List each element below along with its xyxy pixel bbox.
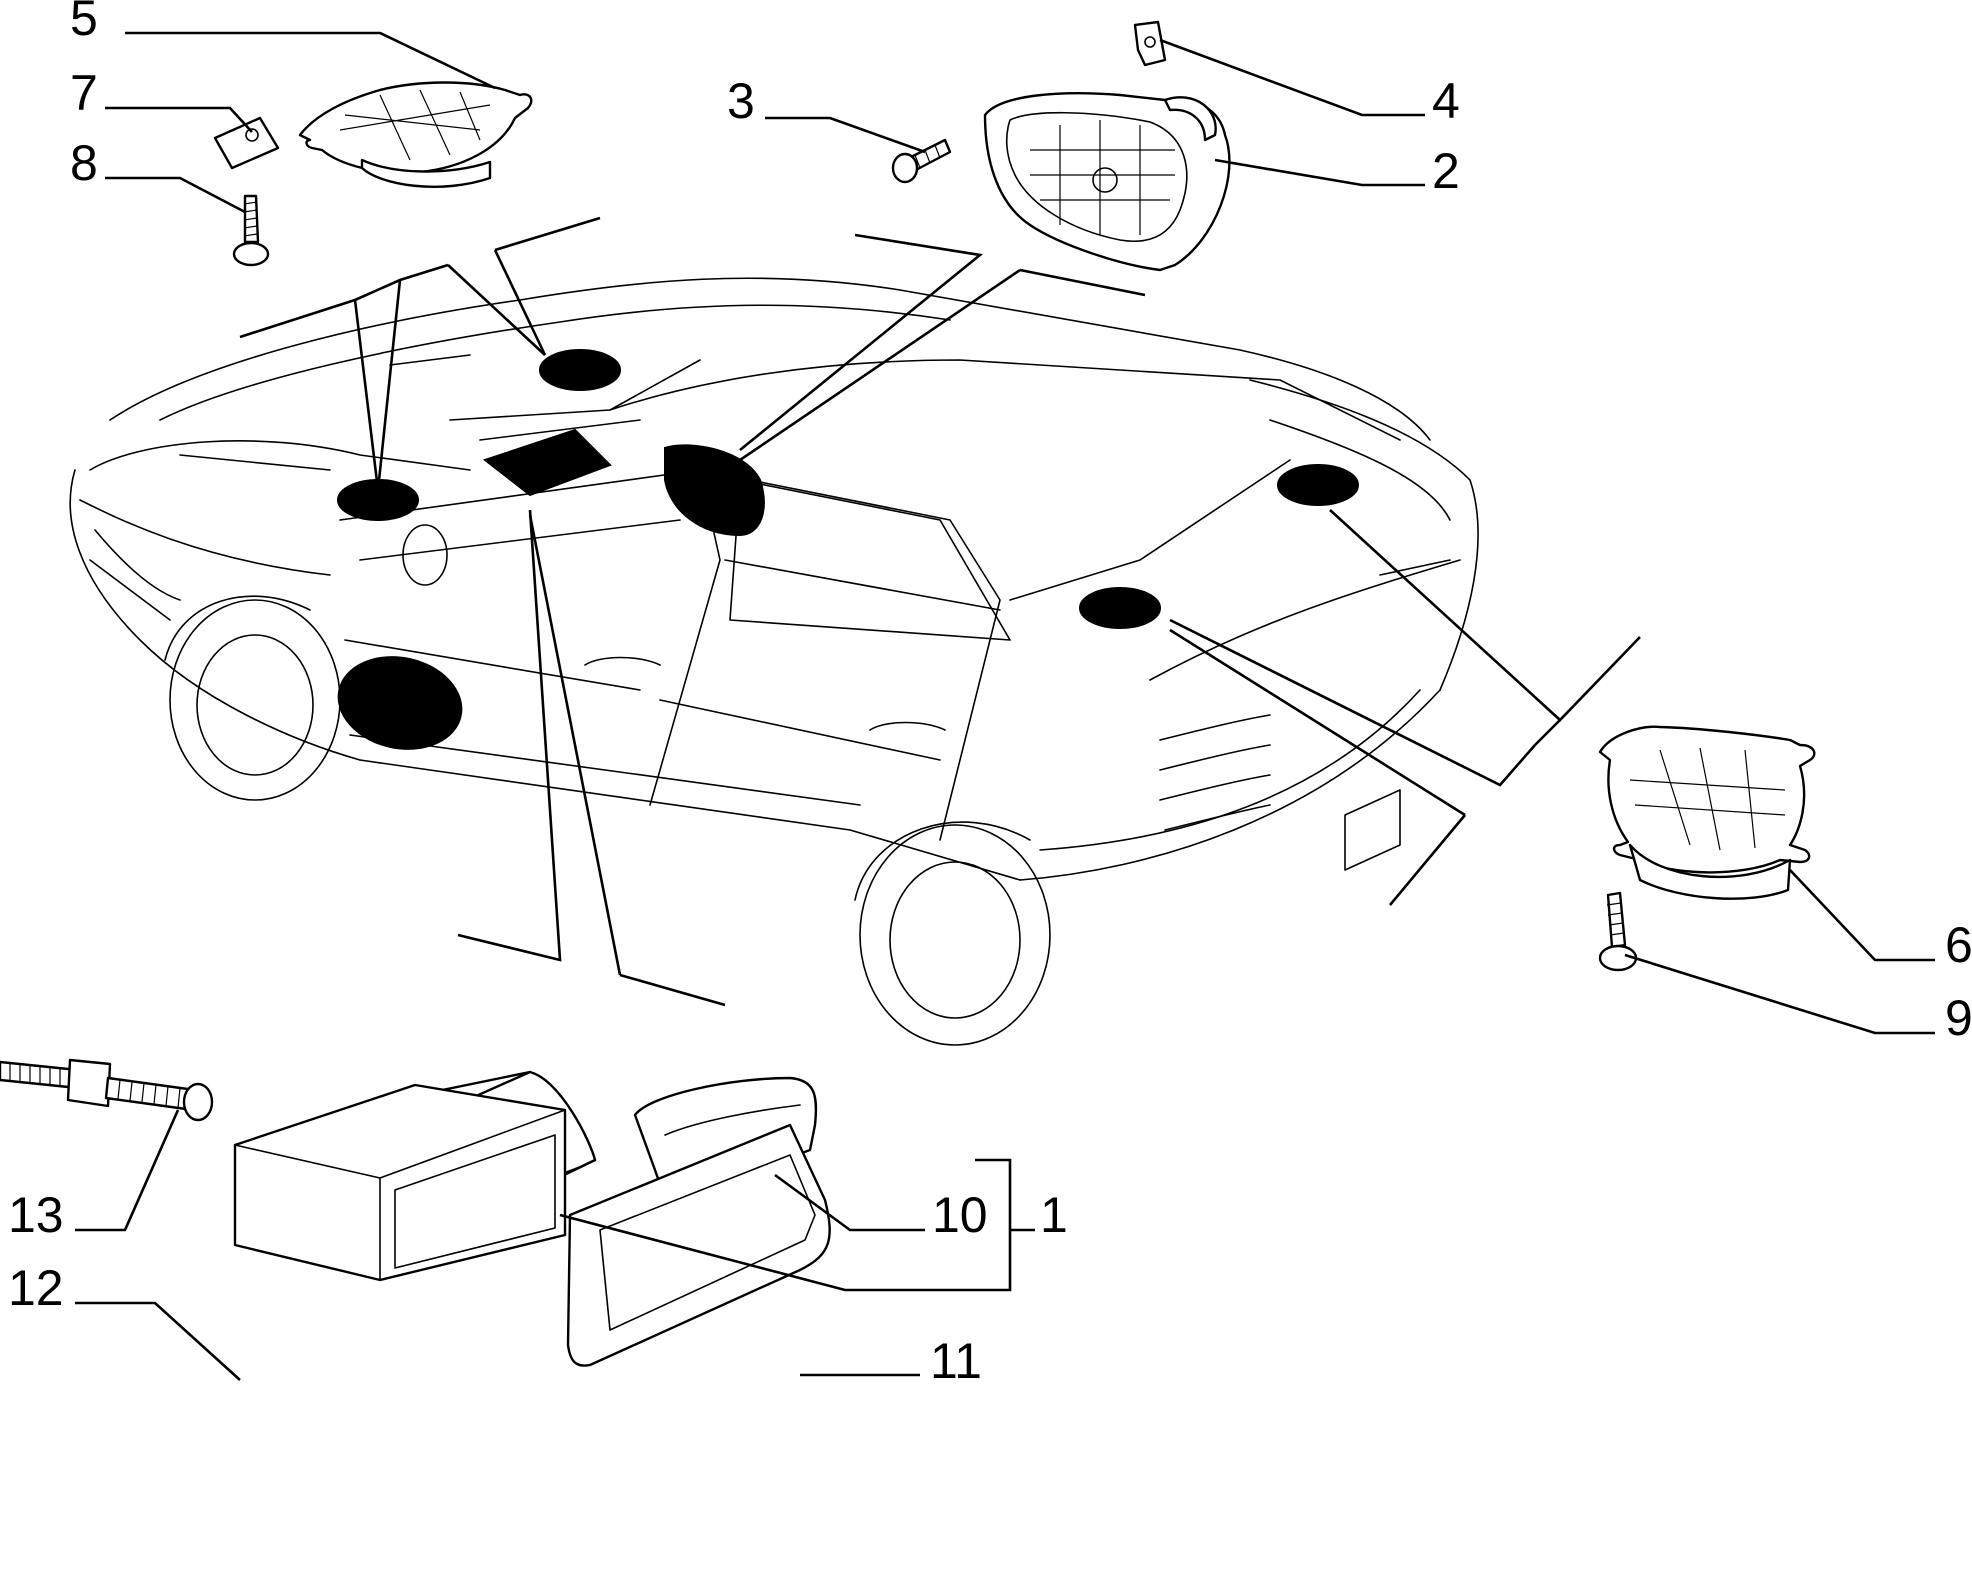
callout-4: 4 xyxy=(1432,73,1460,129)
callout-labels: 1 2 3 4 5 6 7 8 9 10 11 12 13 xyxy=(8,0,1972,1389)
bezel-frame-part xyxy=(566,1123,831,1367)
callout-6: 6 xyxy=(1945,917,1972,973)
callout-leaders xyxy=(75,31,1935,1381)
rear-left-speaker-location xyxy=(1079,587,1161,629)
glovebox-location xyxy=(664,444,765,537)
threaded-rod-part xyxy=(0,1058,214,1122)
callout-3: 3 xyxy=(727,73,755,129)
callout-7: 7 xyxy=(70,65,98,121)
callout-8: 8 xyxy=(70,135,98,191)
car-body xyxy=(69,277,1479,1046)
radio-location xyxy=(482,428,612,497)
front-door-speaker-location xyxy=(337,656,463,750)
callout-13: 13 xyxy=(8,1187,64,1243)
callout-11: 11 xyxy=(930,1333,982,1389)
roof-speaker-location xyxy=(539,349,621,391)
callout-5: 5 xyxy=(70,0,98,46)
rear-speaker-part xyxy=(1598,725,1816,900)
leader-lines xyxy=(239,216,1641,1007)
callout-1: 1 xyxy=(1040,1187,1068,1243)
rear-right-speaker-location xyxy=(1277,464,1359,506)
callout-9: 9 xyxy=(1945,990,1972,1046)
front-speaker-part xyxy=(298,81,533,188)
screw-front-part xyxy=(232,194,270,267)
callout-12: 12 xyxy=(8,1260,64,1316)
housing-part xyxy=(233,1083,567,1282)
light-unit-part xyxy=(983,91,1231,272)
callout-2: 2 xyxy=(1432,143,1460,199)
car-speaker-locations xyxy=(337,349,1359,750)
screw-top-part xyxy=(891,138,952,184)
nut-clip-part xyxy=(1133,20,1167,67)
screw-rear-part xyxy=(1598,891,1638,972)
callout-10: 10 xyxy=(932,1187,988,1243)
